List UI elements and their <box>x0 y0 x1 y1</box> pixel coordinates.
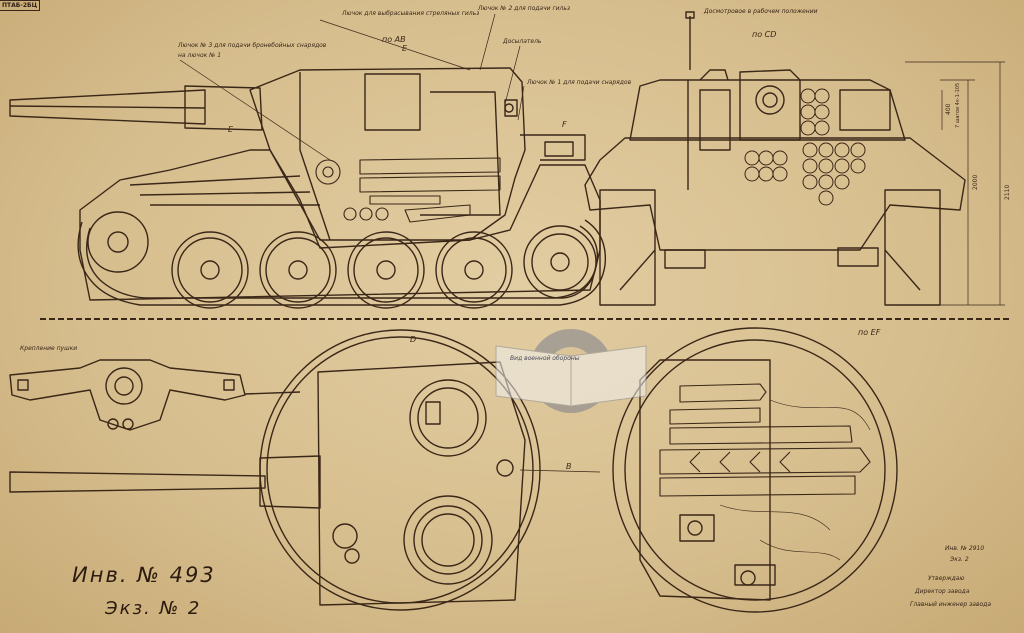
registration-copy: Экз. 2 <box>950 556 969 563</box>
director-label: Директор завода <box>915 588 970 595</box>
dimension-2000: 2000 <box>972 174 979 190</box>
section-view-cd <box>584 11 1005 306</box>
chief-engineer-label: Главный инженер завода <box>910 601 992 608</box>
section-mark-e-top: E <box>402 44 408 53</box>
watermark-gear-book <box>495 329 647 413</box>
section-mark-e-left: E <box>228 125 234 134</box>
dimension-2110: 2110 <box>1004 184 1011 200</box>
dimension-steps: 7 шагов 4к-1-105 <box>955 82 961 128</box>
top-view-tank <box>9 329 601 611</box>
label-hatch-shell-out: Лючок для выбрасывания стреляных гильз <box>342 10 480 17</box>
gun-mount-bracket <box>9 359 246 431</box>
label-bracket: Крепление пушки <box>20 345 78 352</box>
label-hatch1: Лючок № 1 для подачи снарядов <box>527 79 632 86</box>
section-view-ef <box>612 327 898 613</box>
dimension-400: 400 <box>945 103 952 115</box>
view-label-ab: по АВ <box>382 35 406 44</box>
view-label-cd: по CD <box>752 30 777 39</box>
inventory-number: Инв. № 493 <box>72 563 216 587</box>
section-mark-f: F <box>562 120 567 129</box>
approval-label: Утверждаю <box>928 575 965 582</box>
view-label-ef: по EF <box>858 328 881 337</box>
label-hatch3-cont: на лючок № 1 <box>178 52 222 59</box>
label-hatch-roof: Лючок № 2 для подачи гильз <box>478 5 571 12</box>
label-sight: Досмотровое в рабочем положении <box>704 8 818 15</box>
side-view-tank <box>9 13 607 309</box>
label-dosylatel: Досылатель <box>503 38 542 45</box>
copy-number: Экз. № 2 <box>105 598 202 619</box>
registration-number: Инв. № 2910 <box>945 545 985 552</box>
sheet-tag: ПТАБ-2БЦ <box>0 0 41 11</box>
label-hatch3: Лючок № 3 для подачи бронебойных снарядо… <box>178 42 327 49</box>
watermark-text: Вид военной обороны <box>510 355 580 362</box>
section-mark-b: B <box>566 462 572 471</box>
section-mark-d: D <box>410 335 417 344</box>
